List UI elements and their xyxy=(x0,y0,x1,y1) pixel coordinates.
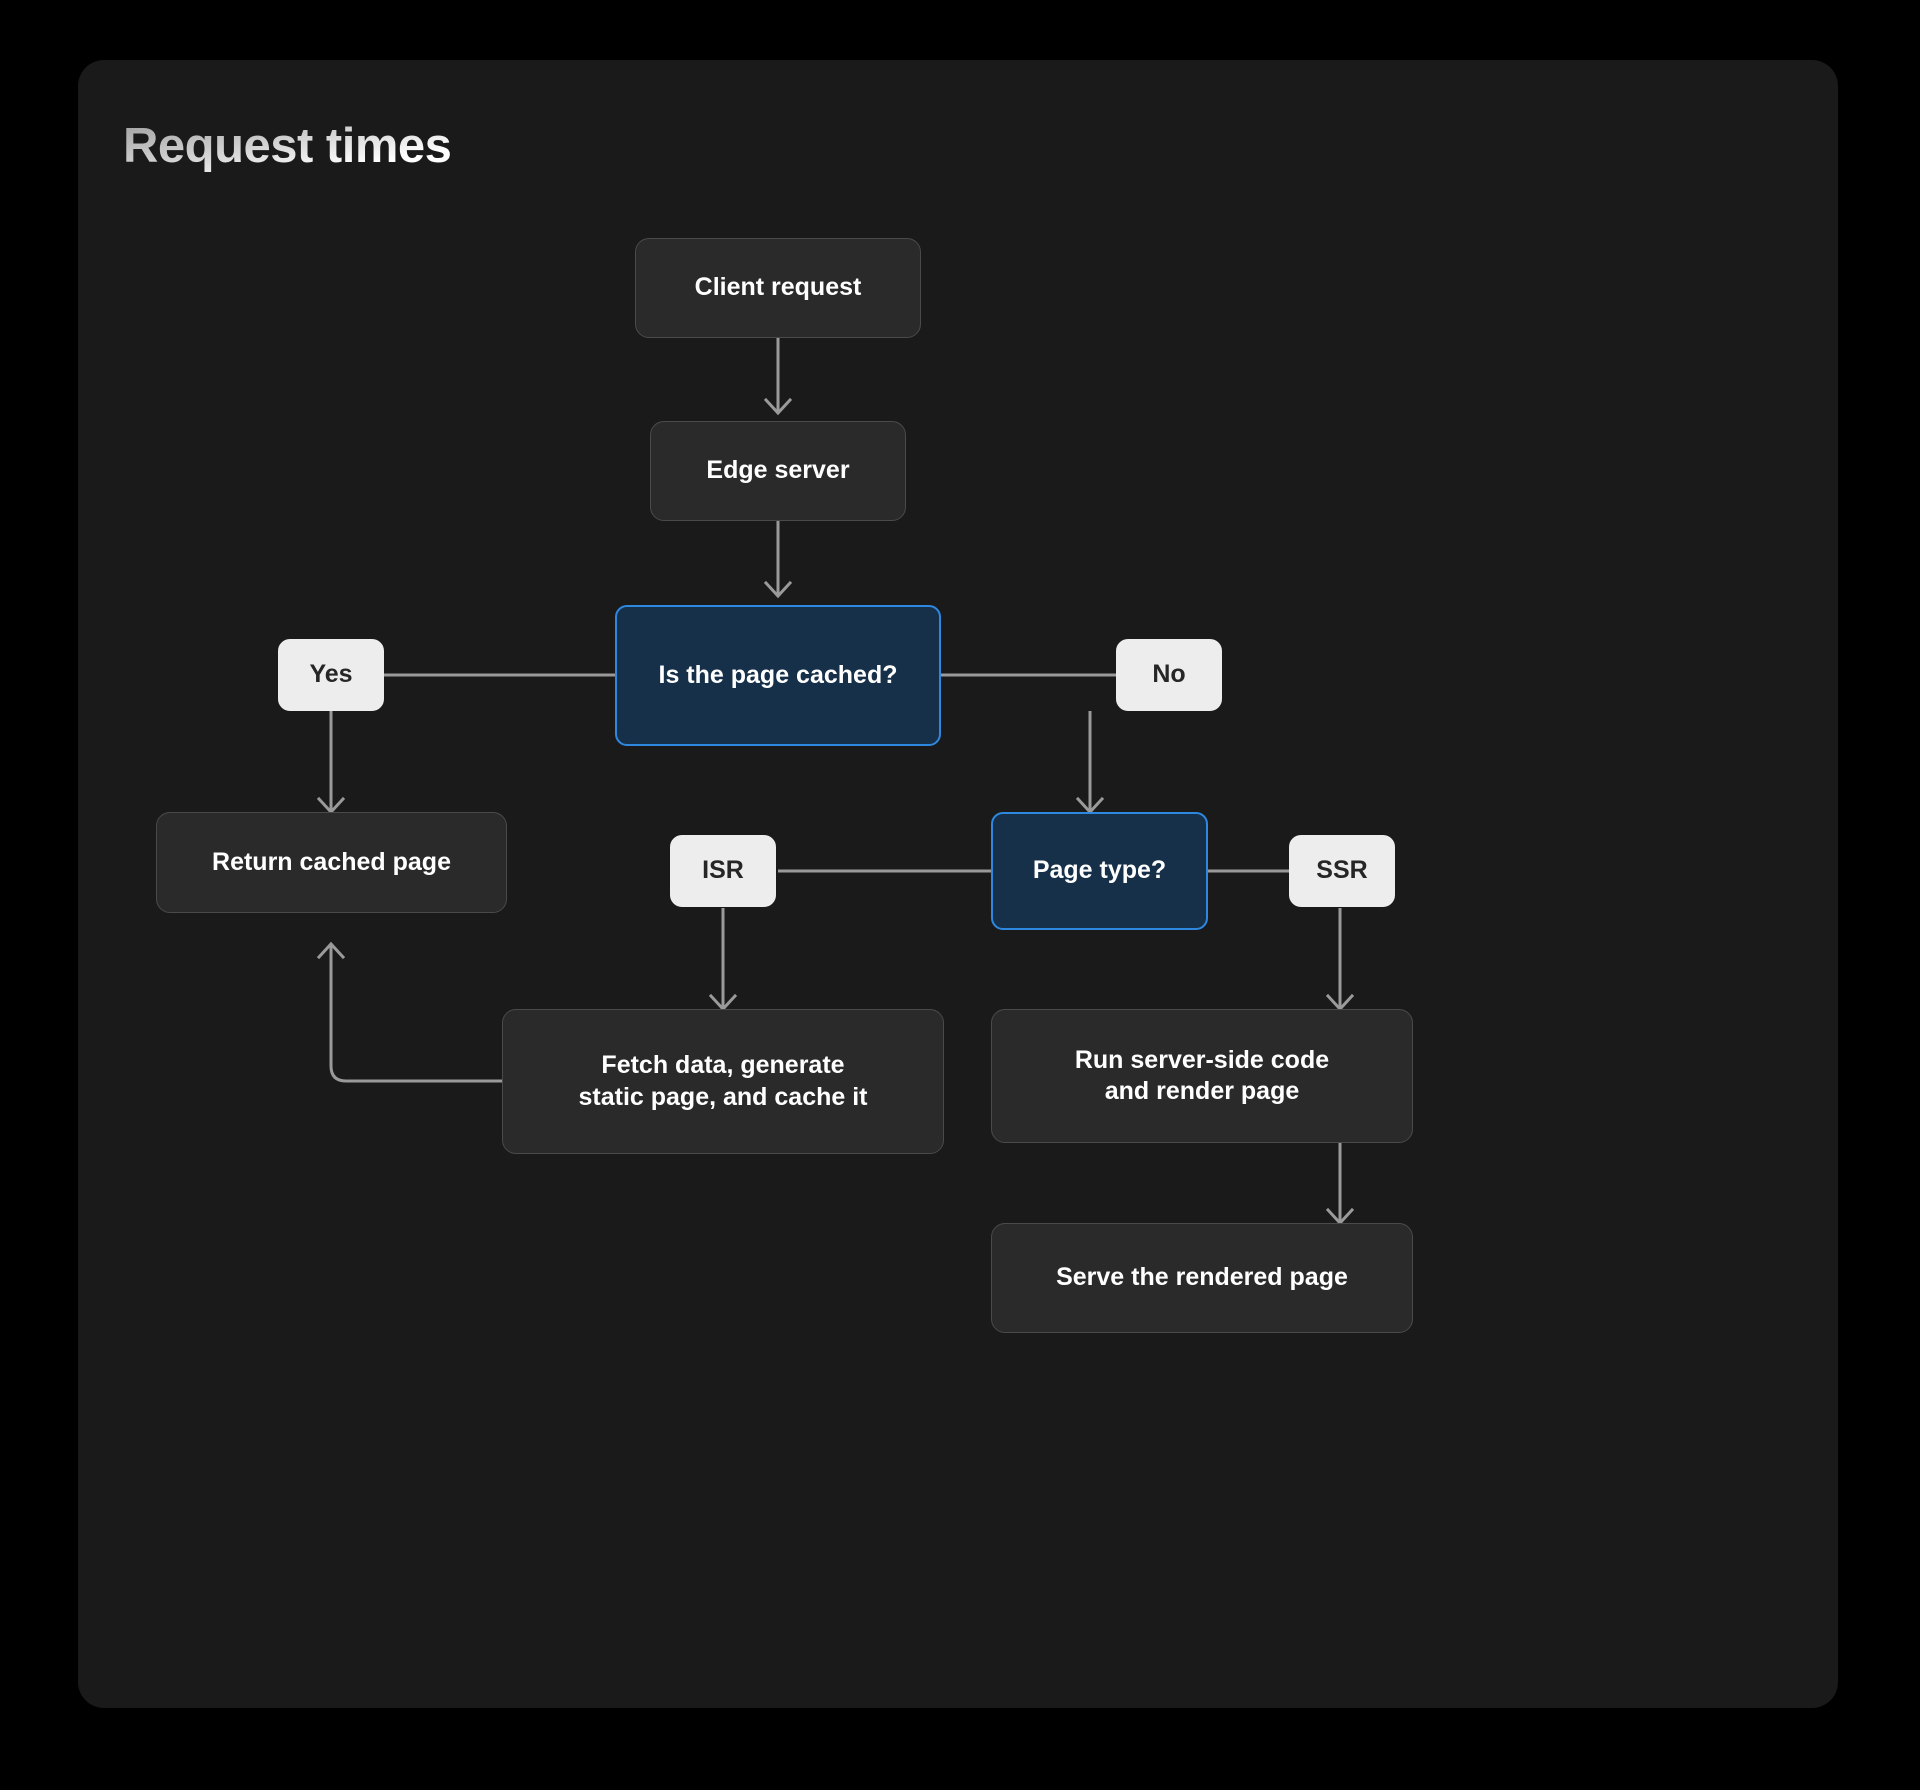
node-is-page-cached[interactable]: Is the page cached? xyxy=(615,605,941,746)
edge-ssr-to-run xyxy=(1325,908,1355,1012)
edge-no-to-pagetype xyxy=(1075,711,1105,815)
node-is-page-cached-label: Is the page cached? xyxy=(658,660,898,689)
edge-edge-server-to-cached xyxy=(763,521,793,599)
node-no-text: No xyxy=(1152,660,1186,689)
diagram-card: Request times xyxy=(78,60,1838,1708)
node-yes-text: Yes xyxy=(309,660,353,689)
node-ssr-label[interactable]: SSR xyxy=(1289,835,1395,907)
node-run-server-side-code-line1: Run server-side code xyxy=(1074,1045,1330,1074)
page-title: Request times xyxy=(123,119,452,173)
edge-fetch-to-return xyxy=(316,941,502,1083)
edge-yes-to-return xyxy=(316,711,346,815)
node-serve-rendered-page[interactable]: Serve the rendered page xyxy=(991,1223,1413,1333)
node-isr-text: ISR xyxy=(702,856,744,885)
node-no-label[interactable]: No xyxy=(1116,639,1222,711)
node-serve-rendered-page-label: Serve the rendered page xyxy=(1056,1263,1348,1292)
node-isr-label[interactable]: ISR xyxy=(670,835,776,907)
node-run-server-side-code-line2: and render page xyxy=(1104,1077,1300,1105)
node-return-cached-page[interactable]: Return cached page xyxy=(156,812,507,913)
edge-run-to-serve xyxy=(1325,1142,1355,1226)
edge-isr-to-fetch xyxy=(708,908,738,1012)
node-edge-server[interactable]: Edge server xyxy=(650,421,906,521)
node-run-server-side-code[interactable]: Run server-side code and render page xyxy=(991,1009,1413,1143)
node-page-type[interactable]: Page type? xyxy=(991,812,1208,930)
node-return-cached-page-label: Return cached page xyxy=(212,847,451,876)
node-fetch-data-line1: Fetch data, generate xyxy=(601,1051,845,1080)
node-client-request-label: Client request xyxy=(694,273,862,302)
node-client-request[interactable]: Client request xyxy=(635,238,921,338)
node-ssr-text: SSR xyxy=(1316,856,1368,885)
node-yes-label[interactable]: Yes xyxy=(278,639,384,711)
node-page-type-label: Page type? xyxy=(1032,856,1167,885)
node-fetch-data[interactable]: Fetch data, generate static page, and ca… xyxy=(502,1009,944,1154)
node-edge-server-label: Edge server xyxy=(706,456,850,485)
edge-client-to-edge-server xyxy=(763,337,793,416)
node-fetch-data-line2: static page, and cache it xyxy=(578,1082,868,1111)
